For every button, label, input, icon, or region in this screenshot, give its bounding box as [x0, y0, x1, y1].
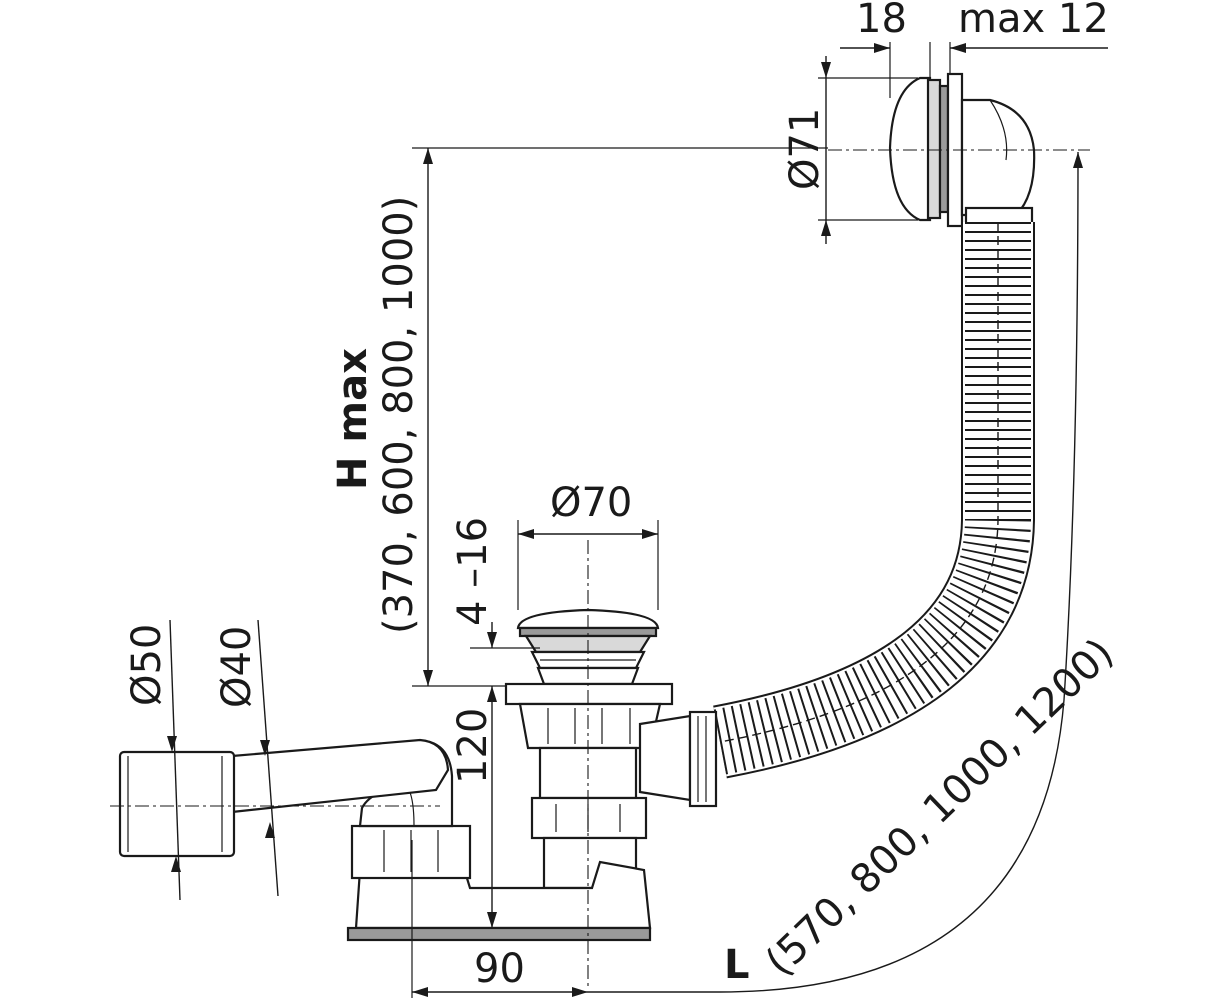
- dim-120-label: 120: [450, 708, 496, 784]
- flexible-hose: [713, 222, 1035, 779]
- dim-max12-label: max 12: [958, 0, 1109, 42]
- dim-diameter-40: Ø40: [214, 619, 279, 897]
- dim-18-label: 18: [856, 0, 907, 42]
- dim-l: L (570, 800, 1000, 1200): [588, 151, 1123, 993]
- dim-d71-label: Ø71: [782, 108, 828, 190]
- dim-h-values: (370, 600, 800, 1000): [376, 196, 422, 634]
- dim-diameter-50: Ø50: [124, 619, 181, 901]
- dim-d70-label: Ø70: [550, 480, 632, 526]
- center-lines: [110, 149, 1090, 990]
- dim-90-label: 90: [474, 946, 525, 992]
- dim-90: 90: [411, 840, 588, 998]
- dim-4-16: 4 –16: [450, 517, 540, 649]
- dim-h-title: H max: [330, 348, 376, 490]
- dim-l-title: L: [724, 942, 750, 988]
- basin-waste: [504, 608, 718, 890]
- dim-d40-label: Ø40: [214, 626, 260, 708]
- dim-4-16-label: 4 –16: [450, 517, 496, 626]
- dim-120: 120: [450, 686, 497, 928]
- dim-h-max: H max (370, 600, 800, 1000): [330, 147, 828, 687]
- dim-d50-label: Ø50: [124, 624, 170, 706]
- dim-diameter-70: Ø70: [517, 480, 659, 610]
- dim-18-max12: 18 max 12: [840, 0, 1109, 98]
- dim-diameter-71: Ø71: [782, 56, 918, 244]
